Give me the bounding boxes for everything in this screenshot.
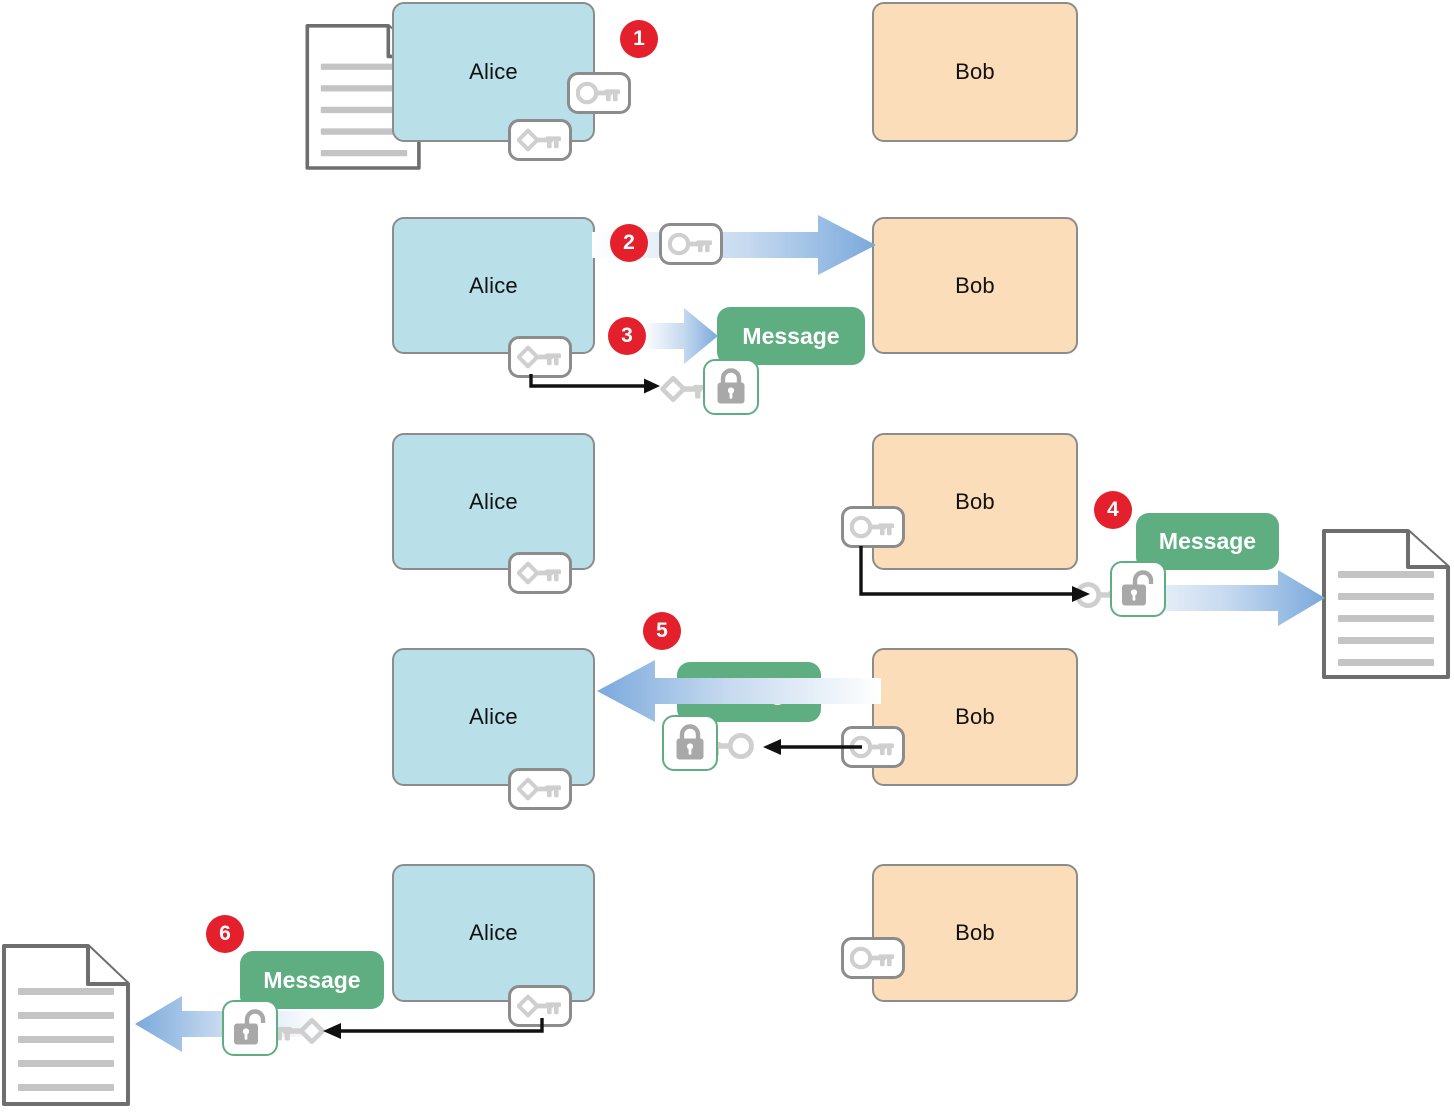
party-box-alice-row1: Alice	[392, 2, 595, 142]
locked-message-badge-step3	[703, 359, 759, 415]
step-badge-6: 6	[206, 915, 244, 953]
public-key-badge-alice-row1	[567, 72, 631, 114]
round-head-key-icon	[576, 80, 622, 106]
padlock-open-icon	[232, 1008, 268, 1048]
step-number: 5	[656, 619, 668, 642]
diamond-head-key-icon	[517, 128, 563, 152]
party-box-alice-row4: Alice	[392, 648, 595, 786]
message-bubble-step4: Message	[1136, 513, 1279, 570]
party-label-bob: Bob	[955, 59, 995, 84]
transfer-arrow-step5	[597, 660, 881, 722]
unlocked-message-badge-step4	[1110, 561, 1166, 617]
document-icon-step6	[2, 944, 130, 1106]
private-key-badge-alice-row4	[508, 768, 572, 810]
round-head-key-icon	[850, 514, 896, 540]
party-box-bob-row5: Bob	[872, 864, 1078, 1002]
transfer-arrow-step3	[642, 308, 718, 364]
public-key-badge-bob-row3	[841, 506, 905, 548]
round-head-key-icon	[850, 945, 896, 971]
step-badge-2: 2	[610, 224, 648, 262]
message-bubble-step3: Message	[717, 307, 865, 365]
diamond-head-key-icon	[517, 345, 563, 369]
unlocked-message-badge-step6	[222, 1000, 278, 1056]
padlock-closed-icon	[714, 367, 748, 407]
party-box-bob-row4: Bob	[872, 648, 1078, 786]
party-label-bob: Bob	[955, 920, 995, 945]
padlock-closed-icon	[673, 723, 707, 763]
party-label-alice: Alice	[469, 59, 518, 84]
diamond-head-key-icon	[517, 561, 563, 585]
party-label-bob: Bob	[955, 488, 995, 514]
diamond-head-key-icon	[517, 777, 563, 801]
message-label: Message	[742, 322, 840, 349]
step-badge-3: 3	[608, 317, 646, 355]
step-badge-1: 1	[620, 20, 658, 58]
step-number: 4	[1107, 498, 1119, 521]
step-badge-4: 4	[1094, 491, 1132, 529]
party-label-alice: Alice	[469, 920, 518, 945]
document-icon-step4	[1322, 529, 1450, 679]
step-number: 6	[219, 922, 231, 945]
party-box-bob-row1: Bob	[872, 2, 1078, 142]
private-key-badge-alice-row2	[508, 336, 572, 378]
party-box-alice-row5: Alice	[392, 864, 595, 1002]
diamond-head-key-icon	[517, 994, 563, 1018]
connector-alice-key-to-lock-step3	[529, 374, 660, 394]
transfer-arrow-step4	[1110, 570, 1325, 626]
party-label-bob: Bob	[955, 704, 995, 729]
transfer-arrow-step2	[592, 215, 876, 275]
step-number: 1	[633, 27, 645, 50]
padlock-open-icon	[1120, 569, 1156, 609]
connector-bob-key-to-lock-step5	[763, 739, 862, 755]
party-label-alice: Alice	[469, 272, 518, 298]
public-key-badge-bob-row5	[841, 937, 905, 979]
party-label-alice: Alice	[469, 488, 518, 514]
party-box-alice-row3: Alice	[392, 433, 595, 570]
party-box-bob-row2: Bob	[872, 217, 1078, 354]
party-label-bob: Bob	[955, 272, 995, 298]
connector-alice-key-to-unlock-step6	[323, 1018, 544, 1039]
step-number: 3	[621, 324, 633, 347]
step-number: 2	[623, 231, 635, 254]
party-box-alice-row2: Alice	[392, 217, 595, 354]
round-head-key-icon	[668, 231, 714, 257]
private-key-badge-alice-row1	[508, 119, 572, 161]
message-label: Message	[1158, 528, 1257, 554]
message-bubble-step6: Message	[240, 951, 384, 1009]
step-badge-5: 5	[643, 612, 681, 650]
private-key-badge-alice-row5	[508, 985, 572, 1027]
message-label: Message	[263, 966, 361, 993]
locked-message-badge-step5	[662, 715, 718, 771]
public-key-in-transit-step2	[659, 223, 723, 265]
connector-bob-key-to-unlock-step4	[859, 546, 1090, 602]
party-box-bob-row3: Bob	[872, 433, 1078, 570]
party-label-alice: Alice	[469, 704, 518, 729]
private-key-badge-alice-row3	[508, 552, 572, 594]
